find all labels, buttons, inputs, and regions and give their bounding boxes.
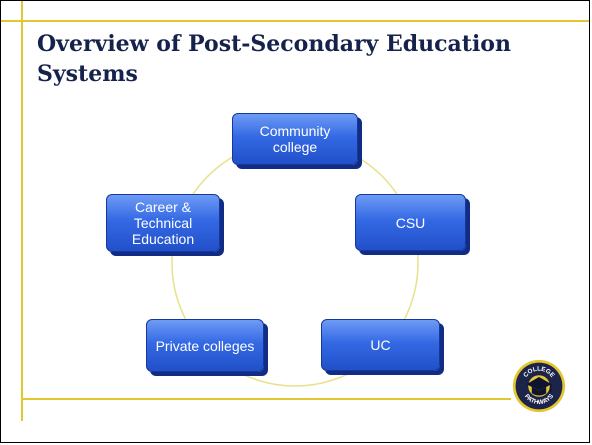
node-career-technical: Career & Technical Education [106,194,220,252]
node-label: Community college [237,123,353,155]
node-label: Private colleges [156,338,255,354]
node-community-college: Community college [232,113,358,165]
node-label: UC [370,337,390,353]
node-private-colleges: Private colleges [146,319,264,372]
node-label: Career & Technical Education [111,199,215,247]
node-csu: CSU [355,194,466,251]
college-pathways-logo: COLLEGE PATHWAYS [512,359,566,413]
node-label: CSU [396,215,426,231]
node-uc: UC [321,319,440,371]
